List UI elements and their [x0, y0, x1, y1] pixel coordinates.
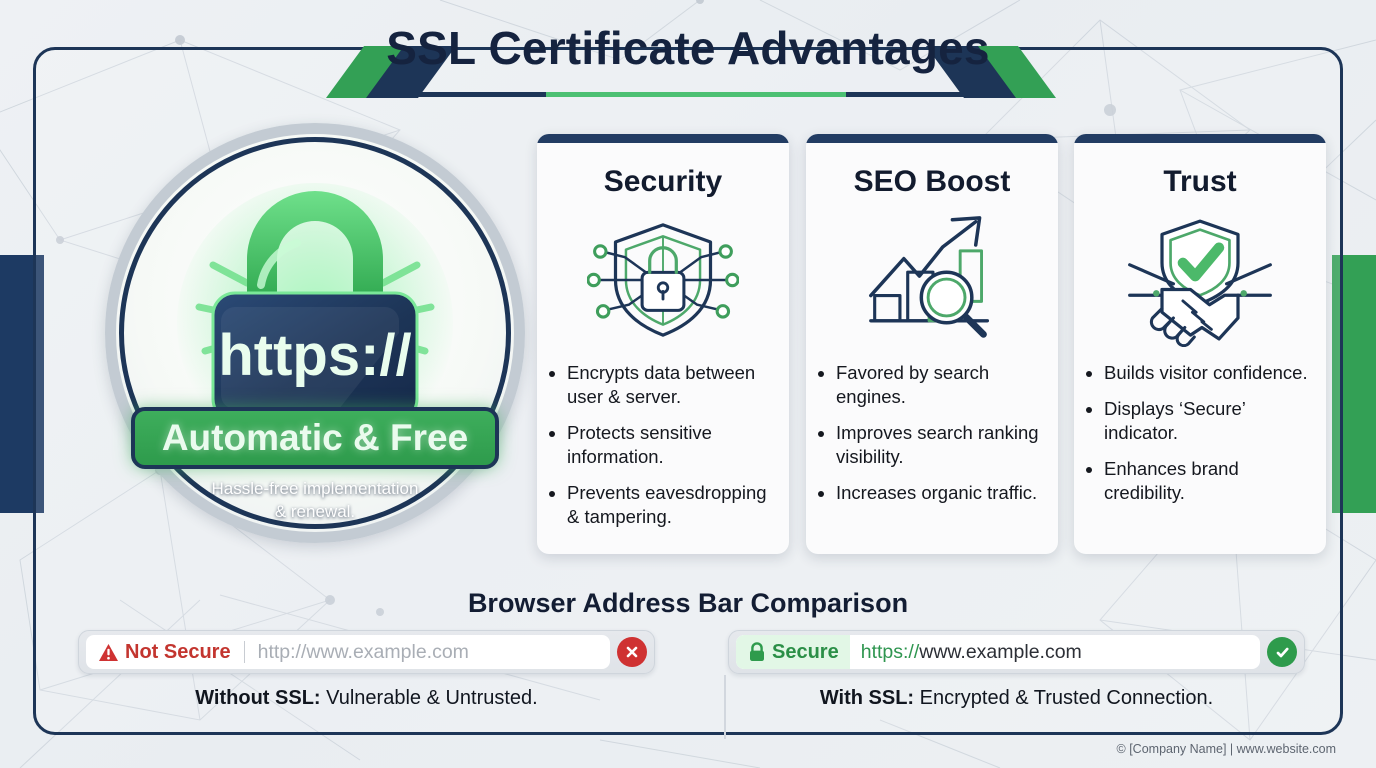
automatic-free-pill: Automatic & Free [131, 407, 499, 469]
comparison-divider [724, 675, 726, 739]
https-label: https:// [218, 323, 411, 388]
card-title: Trust [1163, 165, 1237, 198]
title-banner-shape [326, 46, 1056, 98]
list-item: Displays ‘Secure’ indicator. [1104, 397, 1308, 445]
badge-subtitle-line2: & renewal. [274, 501, 356, 521]
address-bar-without-ssl: Not Secure http://www.example.com Withou… [78, 630, 655, 710]
address-bar-with-ssl: Secure https://www.example.com With SSL:… [728, 630, 1305, 710]
page-title: SSL Certificate Advantages [386, 22, 990, 74]
caption-label: With SSL: [819, 687, 915, 709]
caption-without-ssl: Without SSL: Vulnerable & Untrusted. [78, 687, 655, 710]
secure-url-text: https://www.example.com [850, 641, 1082, 664]
card-security[interactable]: Security [537, 134, 789, 554]
title-banner: SSL Certificate Advantages [36, 2, 1340, 98]
card-bullet-list: Encrypts data between user & server. Pro… [567, 361, 771, 529]
caption-label: Without SSL: [195, 687, 321, 709]
list-item: Favored by search engines. [836, 361, 1040, 409]
address-bar-divider [243, 641, 245, 663]
caption-text: Encrypted & Trusted Connection. [914, 687, 1214, 709]
right-accent-bar [1332, 255, 1376, 513]
secure-label: Secure [772, 640, 839, 663]
card-bullet-list: Builds visitor confidence. Displays ‘Sec… [1104, 361, 1308, 505]
card-bullet-list: Favored by search engines. Improves sear… [836, 361, 1040, 505]
browser-address-bar-secure[interactable]: Secure https://www.example.com [728, 630, 1305, 674]
comparison-heading: Browser Address Bar Comparison [467, 588, 909, 618]
card-top-accent [806, 134, 1058, 143]
growth-chart-magnifier-icon [806, 205, 1058, 355]
list-item: Improves search ranking visibility. [836, 421, 1040, 469]
padlock-https-icon: https:// [177, 183, 453, 463]
address-bar-field[interactable]: Not Secure http://www.example.com [86, 635, 610, 669]
card-title: SEO Boost [853, 165, 1011, 198]
list-item: Encrypts data between user & server. [567, 361, 771, 409]
list-item: Prevents eavesdropping & tampering. [567, 481, 771, 529]
list-item: Protects sensitive information. [567, 421, 771, 469]
list-item: Builds visitor confidence. [1104, 361, 1308, 385]
address-bar-field[interactable]: Secure https://www.example.com [736, 635, 1260, 669]
card-top-accent [1074, 134, 1326, 143]
badge-subtitle: Hassle-free implementation & renewal. [131, 478, 499, 524]
card-title: Security [603, 165, 723, 198]
ssl-badge: https:// Automatic & Free Hassle-free im… [73, 115, 525, 575]
badge-inner-ring [119, 137, 511, 529]
shield-lock-network-icon [537, 205, 789, 355]
browser-address-bar-insecure[interactable]: Not Secure http://www.example.com [78, 630, 655, 674]
padlock-icon [750, 642, 764, 661]
badge-subtitle-line1: Hassle-free implementation [211, 479, 419, 498]
list-item: Enhances brand credibility. [1104, 457, 1308, 505]
url-scheme: https:// [860, 640, 920, 663]
not-secure-label: Not Secure [125, 640, 231, 663]
not-secure-chip[interactable]: Not Secure [86, 635, 242, 669]
url-host: www.example.com [919, 640, 1082, 663]
card-seo-boost[interactable]: SEO Boost [806, 134, 1058, 554]
insecure-url-text: http://www.example.com [257, 640, 469, 663]
card-top-accent [537, 134, 789, 143]
list-item: Increases organic traffic. [836, 481, 1040, 505]
secure-chip[interactable]: Secure [736, 635, 850, 669]
footer-credit: © [Company Name] | www.website.com [1116, 742, 1336, 756]
warning-triangle-icon [99, 643, 118, 661]
card-trust[interactable]: Trust [1074, 134, 1326, 554]
cross-circle-icon [617, 637, 647, 667]
check-circle-icon [1267, 637, 1297, 667]
pill-label: Automatic & Free [161, 417, 469, 458]
caption-with-ssl: With SSL: Encrypted & Trusted Connection… [728, 687, 1305, 710]
caption-text: Vulnerable & Untrusted. [320, 687, 538, 709]
left-accent-bar [0, 255, 44, 513]
content-frame: SSL Certificate Advantages [33, 22, 1343, 739]
handshake-shield-check-icon [1074, 205, 1326, 355]
